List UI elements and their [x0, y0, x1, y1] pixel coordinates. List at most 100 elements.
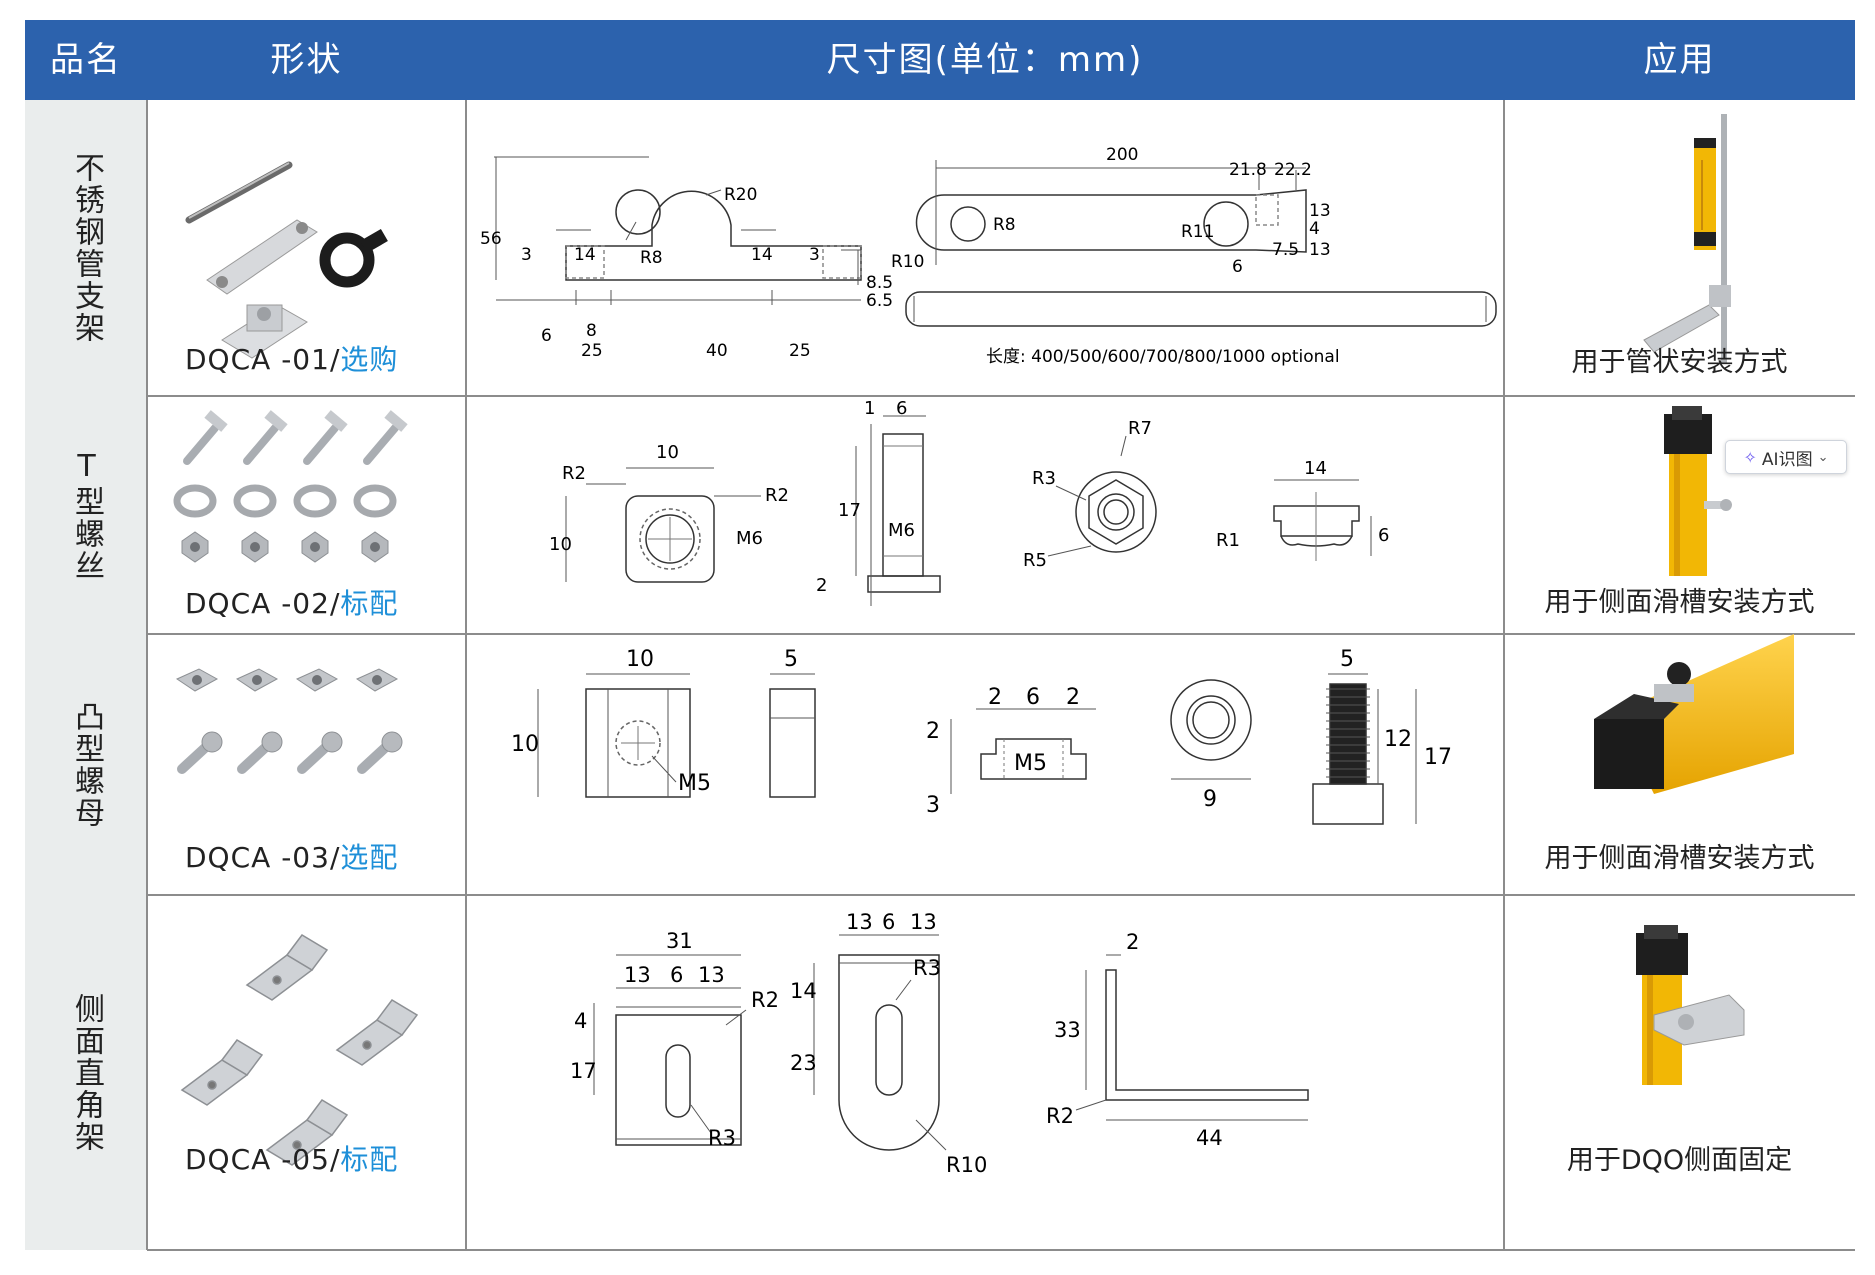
grid-line — [147, 633, 1855, 635]
dim-label: 14 — [751, 245, 773, 265]
ai-recognize-label: AI识图 — [1761, 449, 1813, 470]
product-name: 不锈钢管支架 — [69, 152, 104, 344]
name-column — [25, 100, 147, 1250]
grid-line — [147, 1249, 1855, 1251]
dim-label: 12 — [1384, 727, 1412, 752]
product-code: DQCA -01/选购 — [185, 338, 398, 378]
dim-label: 3 — [521, 245, 532, 265]
dim-label: 6 — [1378, 525, 1389, 546]
header-dimensions: 尺寸图(单位：mm) — [826, 40, 1144, 80]
application-image-side-fix — [1636, 925, 1745, 1085]
dim-label: 23 — [790, 1051, 817, 1075]
dim-label: 13 — [1309, 240, 1331, 260]
product-code: DQCA -03/选配 — [185, 836, 398, 876]
dim-label: 2 — [926, 719, 940, 744]
dim-label: R3 — [1032, 468, 1056, 489]
product-code: DQCA -05/标配 — [185, 1138, 398, 1178]
option-tag: 标配 — [340, 1143, 399, 1176]
dim-label: 13 — [910, 910, 937, 934]
dim-label: 10 — [626, 647, 654, 672]
shape-image-angle-brackets — [180, 934, 419, 1166]
dim-label: 6 — [896, 398, 907, 419]
chevron-down-icon: ⌄ — [1817, 449, 1829, 465]
product-name: 凸型螺母 — [69, 700, 104, 829]
dim-label: 14 — [1304, 458, 1327, 479]
dim-label: 6 — [1232, 257, 1243, 277]
dim-label: M5 — [678, 771, 711, 796]
dim-label: 44 — [1196, 1126, 1223, 1150]
dim-label: 6 — [541, 326, 552, 346]
option-tag: 选购 — [340, 343, 399, 376]
grid-line — [1503, 100, 1505, 1250]
dim-label: 2 — [1066, 685, 1080, 710]
dim-label: 6.5 — [866, 291, 893, 311]
dim-label: 21.8 — [1229, 160, 1267, 180]
product-table: 品名 形状 尺寸图(单位：mm) 应用 不锈钢管支架 T型螺丝 凸型螺母 侧面直… — [25, 20, 1855, 1251]
dim-label: 33 — [1054, 1018, 1081, 1042]
dim-label: 22.2 — [1274, 160, 1312, 180]
dim-label: 1 — [864, 398, 875, 419]
dim-label: 6 — [1026, 685, 1040, 710]
code-text: DQCA -01/ — [185, 343, 341, 376]
dim-label: 25 — [581, 341, 603, 361]
dim-label: 5 — [1340, 647, 1354, 672]
sparkle-icon: ✧ — [1743, 447, 1757, 467]
dim-label: 17 — [570, 1059, 597, 1083]
dim-label: R2 — [765, 485, 789, 506]
code-text: DQCA -03/ — [185, 841, 341, 874]
dim-label: M5 — [1014, 751, 1047, 776]
table-header: 品名 形状 尺寸图(单位：mm) 应用 — [25, 20, 1855, 100]
dim-label: 13 — [624, 963, 651, 987]
dim-label: M6 — [888, 520, 915, 541]
dim-label: R2 — [751, 988, 779, 1012]
dimension-drawing-convex-nut: 10 10 M5 5 2 6 2 2 M5 3 9 5 12 17 — [511, 647, 1452, 825]
application-image-slot-nut — [1594, 634, 1794, 794]
dim-label: 13 — [698, 963, 725, 987]
product-name: T型螺丝 — [69, 448, 104, 582]
dim-label: 56 — [480, 229, 502, 249]
shape-image-convex-nuts — [175, 668, 403, 774]
application-image-side-slot — [1664, 406, 1732, 576]
dim-label: 10 — [549, 534, 572, 555]
dim-label: 17 — [838, 500, 861, 521]
dimension-drawing-tube-bracket: 56 3 14 R8 R20 14 3 8.5 6.5 6 8 25 40 25… — [480, 145, 1497, 367]
grid-line — [147, 395, 1855, 397]
dim-label: 8.5 — [866, 273, 893, 293]
dim-label: R1 — [1216, 530, 1240, 551]
product-name: 侧面直角架 — [69, 992, 104, 1153]
dim-label: 200 — [1106, 145, 1138, 165]
dim-label: 3 — [809, 245, 820, 265]
application-text: 用于侧面滑槽安装方式 — [1544, 587, 1815, 618]
dim-label: 7.5 — [1272, 240, 1299, 260]
dim-label: 40 — [706, 341, 728, 361]
length-note: 长度: 400/500/600/700/800/1000 optional — [986, 347, 1340, 367]
dim-label: 14 — [790, 979, 817, 1003]
dim-label: 13 — [1309, 201, 1331, 221]
dim-label: 2 — [988, 685, 1002, 710]
grid-line — [146, 100, 148, 1250]
dimension-drawing-angle-bracket: 31 13 6 13 R2 4 17 R3 13 6 13 14 23 R3 R… — [570, 910, 1309, 1177]
shape-image-t-screws — [173, 410, 408, 563]
dim-label: 10 — [656, 442, 679, 463]
dim-label: R3 — [913, 956, 941, 980]
dim-label: R11 — [1181, 222, 1214, 242]
dim-label: 10 — [511, 732, 539, 757]
grid-line — [465, 100, 467, 1250]
dim-label: 31 — [666, 929, 693, 953]
dim-label: 25 — [789, 341, 811, 361]
dim-label: 4 — [574, 1009, 587, 1033]
ai-recognize-button[interactable]: ✧ AI识图 ⌄ — [1725, 440, 1847, 474]
dimension-drawing-t-screw: 10 R2 R2 10 M6 1 6 17 M6 2 R7 R3 R5 14 R… — [549, 398, 1389, 606]
dim-label: 14 — [574, 245, 596, 265]
dim-label: R20 — [724, 185, 757, 205]
dim-label: 2 — [816, 575, 827, 596]
grid-line — [147, 894, 1855, 896]
code-text: DQCA -05/ — [185, 1143, 341, 1176]
dim-label: R10 — [946, 1153, 987, 1177]
dim-label: 8 — [586, 321, 597, 341]
dim-label: R3 — [708, 1126, 736, 1150]
option-tag: 选配 — [340, 841, 399, 874]
dim-label: R2 — [562, 463, 586, 484]
option-tag: 标配 — [340, 587, 399, 620]
application-text: 用于DQO侧面固定 — [1566, 1145, 1793, 1176]
